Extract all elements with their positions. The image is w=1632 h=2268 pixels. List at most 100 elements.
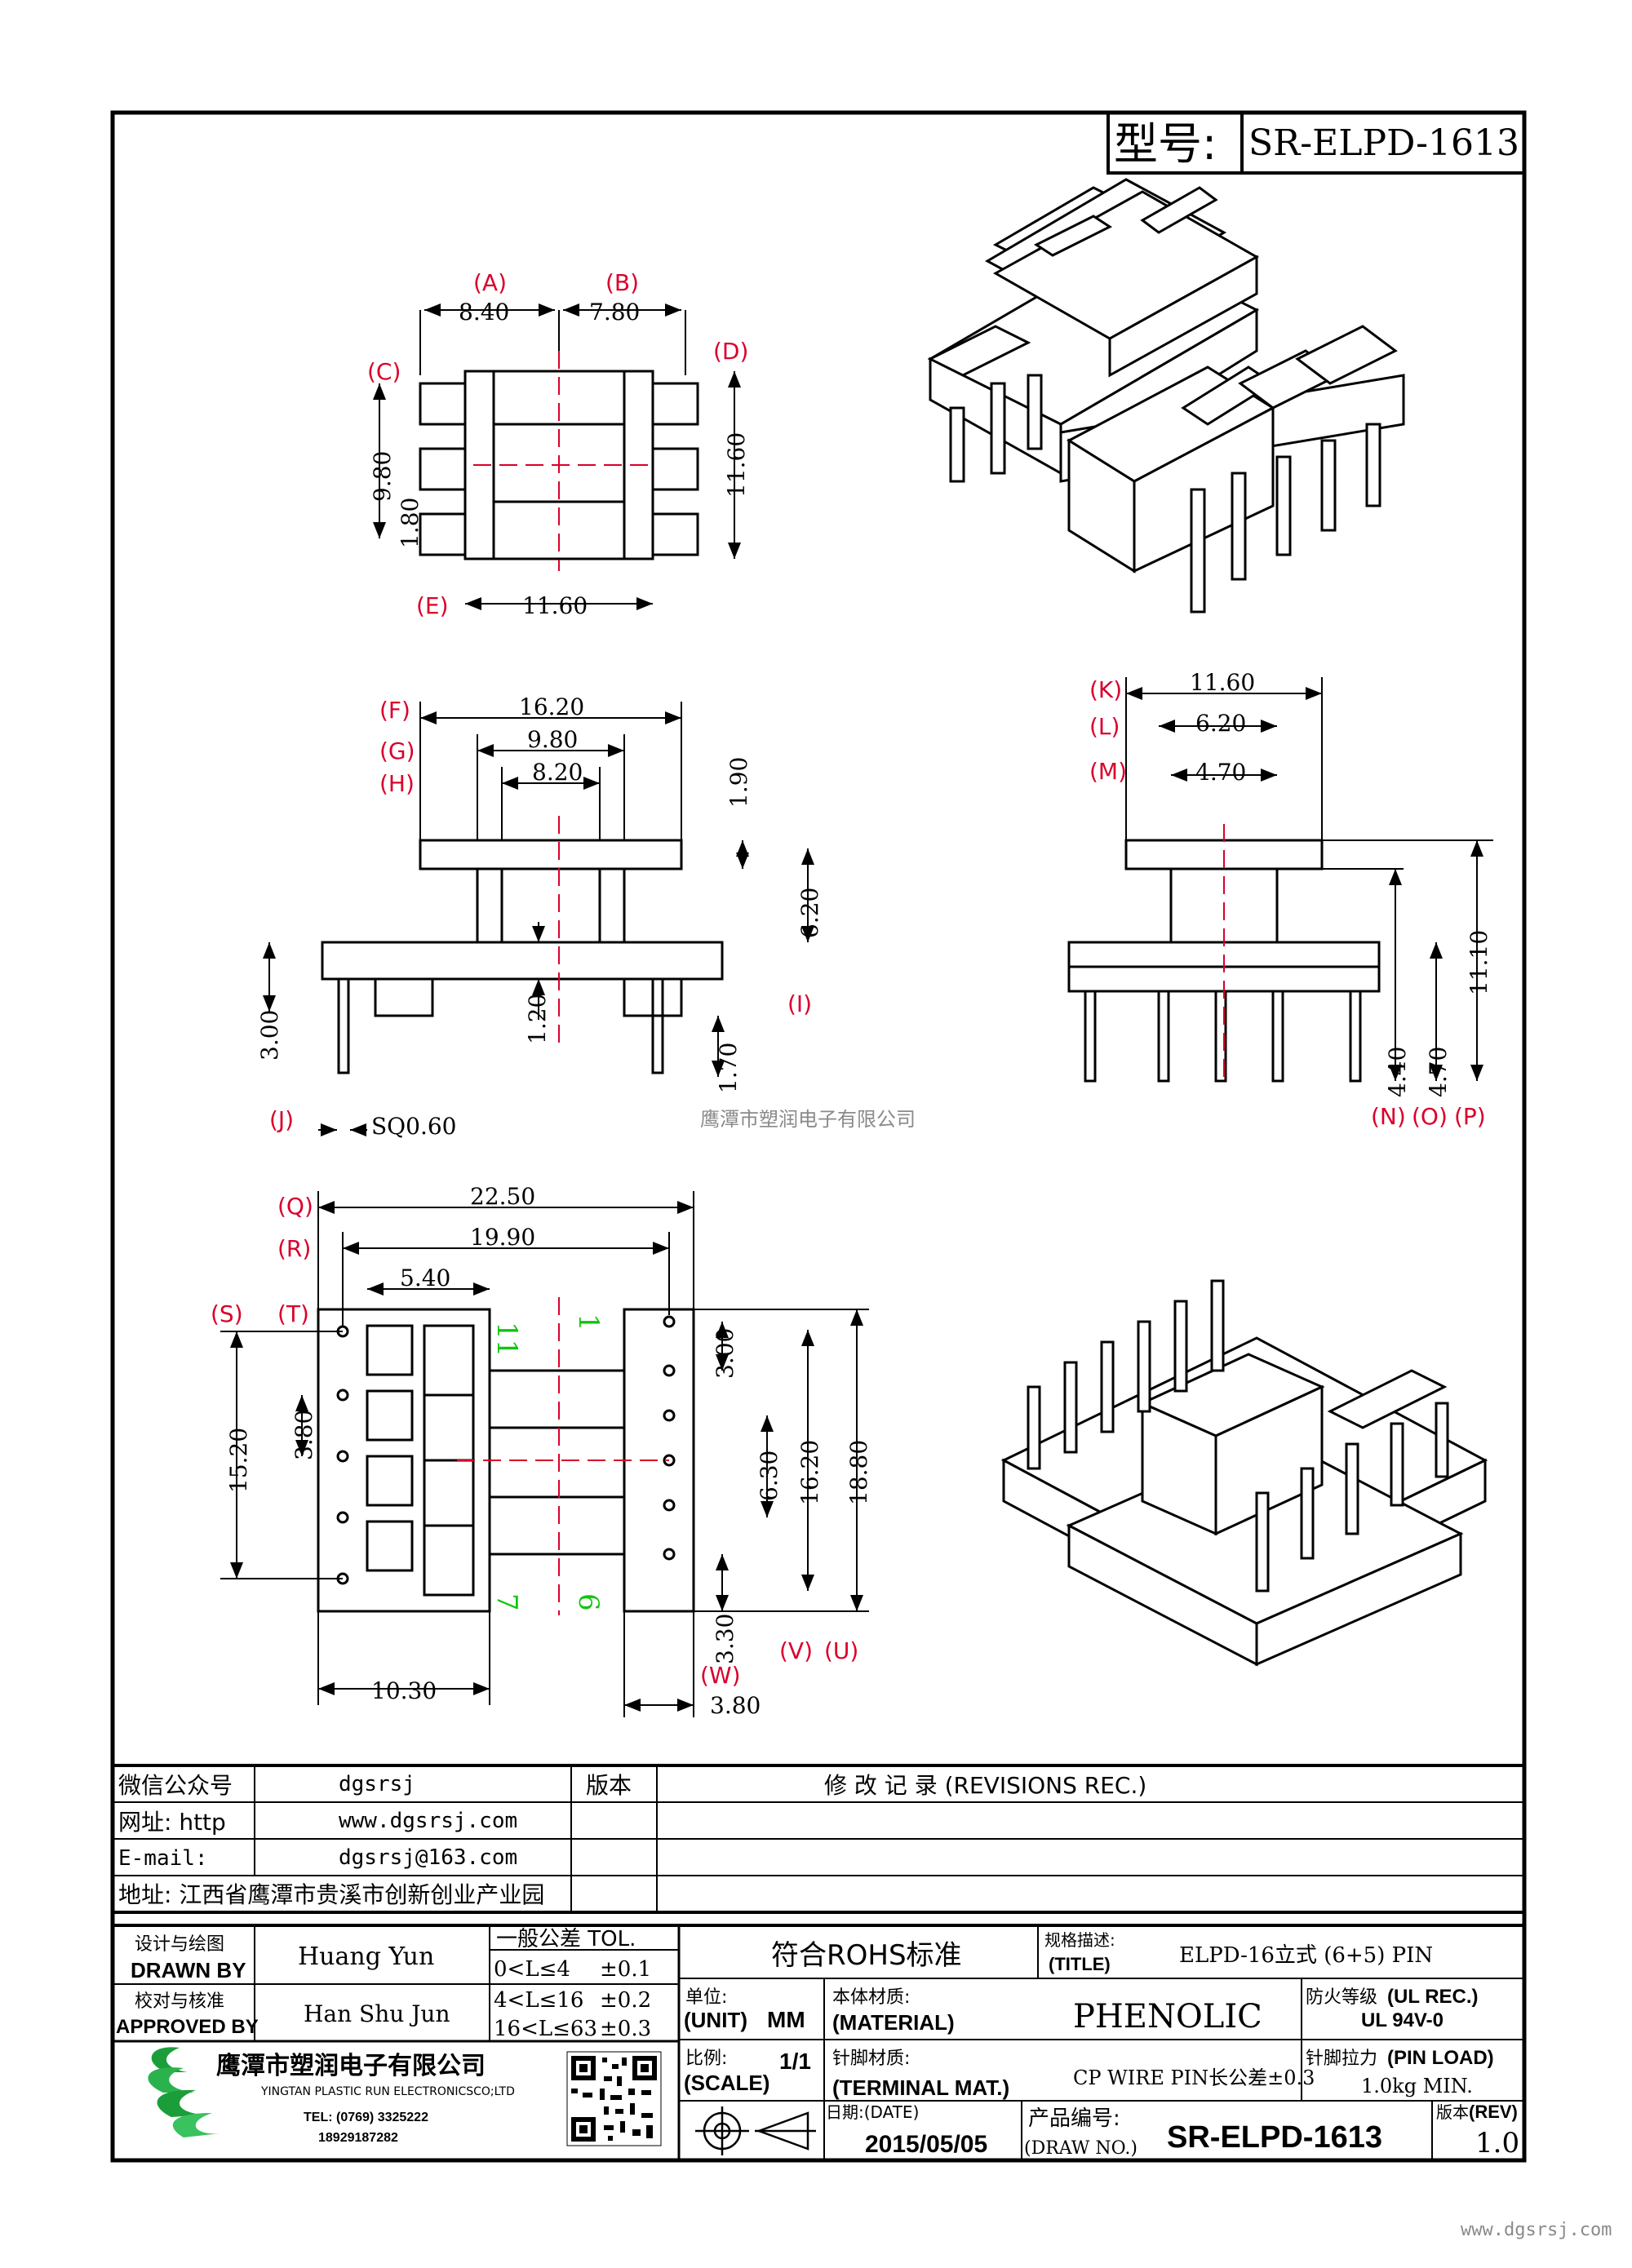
dim-label-b: (B) (605, 269, 639, 296)
email-label: E-mail: (118, 1846, 208, 1871)
drawno-value: SR-ELPD-1613 (1167, 2120, 1382, 2155)
dim-label-f: (F) (379, 697, 410, 724)
dim-label-g: (G) (379, 738, 415, 764)
dim-m-value: 4.70 (1195, 759, 1246, 786)
dim-d-value: 11.60 (723, 432, 750, 498)
approved-value: Han Shu Jun (304, 2000, 450, 2027)
dim-label-n: (N) (1371, 1103, 1406, 1130)
dim-s-value: 15.20 (225, 1428, 252, 1493)
dim-u-value: 18.80 (845, 1440, 872, 1505)
footer-url: www.dgsrsj.com (1461, 2220, 1612, 2240)
drawn-label-cn: 设计与绘图 (135, 1934, 224, 1955)
company-logo-icon (148, 2047, 220, 2137)
wechat-label: 微信公众号 (118, 1772, 233, 1799)
company-name-en: YINGTAN PLASTIC RUN ELECTRONICSCO;LTD (260, 2085, 515, 2098)
company-tel: TEL: (0769) 3325222 (304, 2111, 428, 2124)
website-label: 网址: http (118, 1809, 226, 1836)
unit-value: MM (767, 2007, 805, 2032)
dim-k-value: 11.60 (1190, 669, 1255, 696)
email-value: dgsrsj@163.com (339, 1845, 517, 1870)
wechat-value: dgsrsj (339, 1772, 415, 1796)
dim-label-t: (T) (277, 1300, 309, 1327)
tol-row-1-range: 0<L≤4 (494, 1957, 570, 1982)
dim-i3-value: 1.70 (715, 1043, 742, 1093)
dim-label-r: (R) (277, 1235, 311, 1262)
dim-g-value: 9.80 (527, 726, 578, 753)
pin-label-7: 7 (490, 1593, 523, 1611)
rohs-text: 符合ROHS标准 (771, 1939, 962, 1972)
tol-row-3-val: ±0.3 (600, 2017, 651, 2041)
dim-f-value: 16.20 (519, 693, 584, 720)
dim-r-value: 19.90 (470, 1224, 535, 1251)
terminal-value: CP WIRE PIN长公差±0.3 (1073, 2066, 1315, 2089)
scale-value: 1/1 (779, 2049, 811, 2074)
dim-i2-value: 1.20 (524, 994, 551, 1044)
title-block-grid (111, 1924, 1526, 2162)
spec-label-cn: 规格描述: (1044, 1930, 1115, 1950)
model-label: 型号: (1114, 118, 1217, 170)
dim-label-h: (H) (379, 770, 415, 797)
tol-row-2-range: 4<L≤16 (494, 1988, 583, 2013)
rev-value: 1.0 (1475, 2127, 1519, 2159)
dim-l-value: 6.20 (1195, 710, 1246, 737)
dim-b-value: 7.80 (589, 299, 640, 326)
rev-label-en: (REV) (1469, 2102, 1518, 2122)
company-mobile: 18929187282 (318, 2131, 398, 2145)
pin-label-6: 6 (572, 1593, 605, 1611)
dim-w2-value: 3.80 (710, 1692, 761, 1719)
dim-v3-value: 3.00 (712, 1328, 738, 1379)
approved-label-en: APPROVED BY (116, 2016, 259, 2038)
drawn-value: Huang Yun (298, 1942, 434, 1971)
bottom-view (220, 1191, 869, 1717)
dim-v-value: 16.20 (796, 1440, 823, 1505)
dim-t-value: 5.40 (400, 1265, 450, 1291)
pin-label-1: 1 (572, 1313, 605, 1331)
dim-label-p: (P) (1454, 1103, 1486, 1130)
pinload-label-cn: 针脚拉力 (1306, 2049, 1377, 2069)
iso-view-top (927, 178, 1405, 614)
qr-code-icon (566, 2051, 662, 2146)
dim-j-value: 3.00 (256, 1010, 283, 1061)
pinload-value: 1.0kg MIN. (1361, 2075, 1473, 2097)
date-value: 2015/05/05 (865, 2131, 987, 2158)
dim-label-s: (S) (211, 1300, 243, 1327)
unit-label-en: (UNIT) (684, 2008, 747, 2032)
tol-row-1-val: ±0.1 (600, 1957, 651, 1982)
side-view (1067, 677, 1493, 1083)
dim-label-d: (D) (713, 338, 748, 365)
terminal-label-cn: 针脚材质: (832, 2049, 910, 2069)
spec-value: ELPD-16立式 (6+5) PIN (1179, 1943, 1433, 1968)
dim-bw-value: 10.30 (371, 1677, 437, 1704)
version-header: 版本 (586, 1772, 632, 1799)
terminal-label-en: (TERMINAL MAT.) (832, 2075, 1009, 2100)
dim-label-e: (E) (416, 592, 449, 619)
dim-label-a: (A) (473, 269, 507, 296)
model-value: SR-ELPD-1613 (1248, 122, 1519, 164)
dim-c2-value: 1.80 (397, 498, 424, 548)
drawno-label-cn: 产品编号: (1028, 2106, 1120, 2131)
material-label-en: (MATERIAL) (832, 2010, 955, 2035)
dim-label-i: (I) (787, 990, 812, 1017)
approved-label-cn: 校对与核准 (135, 1991, 224, 2012)
address-text: 地址: 江西省鹰潭市贵溪市创新创业产业园 (118, 1881, 544, 1908)
top-view (373, 303, 741, 610)
fire-label-cn: 防火等级 (1306, 1987, 1377, 2008)
dim-label-k: (K) (1089, 676, 1122, 703)
drawno-label-en: (DRAW NO.) (1024, 2138, 1138, 2159)
dim-label-u: (U) (824, 1637, 858, 1664)
dim-h-value: 8.20 (532, 759, 583, 786)
dim-label-l: (L) (1089, 713, 1120, 740)
dim-label-w: (W) (700, 1662, 741, 1689)
dim-label-c: (C) (367, 358, 401, 385)
date-label: 日期:(DATE) (826, 2102, 919, 2122)
fire-value: UL 94V-0 (1361, 2009, 1444, 2031)
dim-i-value: 6.20 (796, 888, 823, 938)
revision-table (111, 1764, 1526, 1914)
dim-e-value: 11.60 (522, 592, 588, 619)
dim-label-m: (M) (1089, 758, 1127, 785)
dim-q-value: 22.50 (470, 1183, 535, 1210)
dim-o-value: 4.70 (1425, 1047, 1452, 1097)
pin-label-11: 11 (490, 1322, 523, 1357)
dim-c-value: 9.80 (369, 451, 396, 502)
dim-label-o: (O) (1412, 1103, 1448, 1130)
